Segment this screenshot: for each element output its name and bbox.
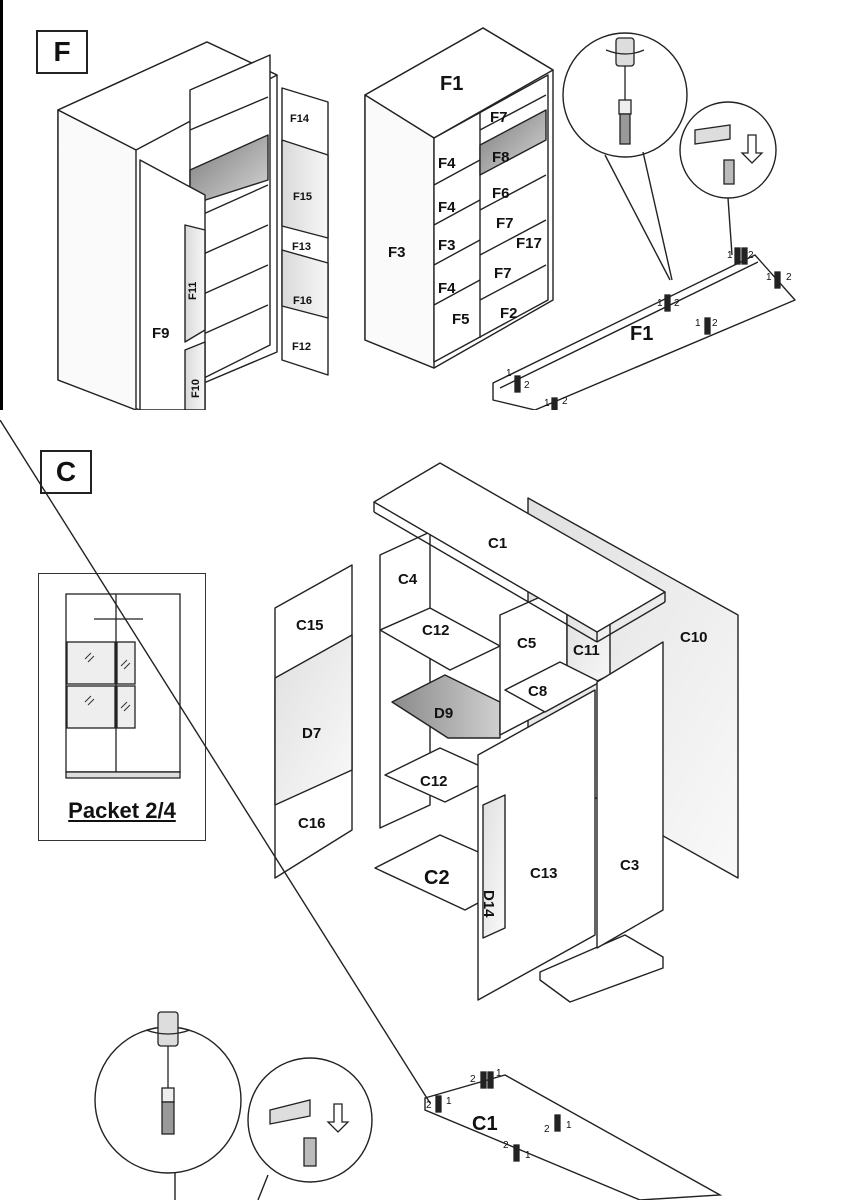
right-cabinet-side — [364, 94, 435, 369]
label-f3-shelf: F3 — [438, 237, 456, 254]
panel-d14 — [482, 794, 506, 939]
label-c2: C2 — [424, 867, 450, 889]
label-f1-top: F1 — [440, 73, 463, 95]
hw-num-2: 2 — [562, 396, 568, 407]
packet-cabinet-thumbnail — [65, 593, 181, 779]
hw-num-2: 2 — [674, 298, 680, 309]
label-f4-a: F4 — [438, 155, 456, 172]
hw-num-2: 2 — [470, 1074, 476, 1085]
label-f4-c: F4 — [438, 280, 456, 297]
label-c11: C11 — [573, 642, 600, 659]
panel-f15 — [281, 139, 329, 239]
label-f1-board: F1 — [630, 323, 653, 345]
label-d9: D9 — [434, 705, 453, 722]
plinth — [539, 934, 664, 1003]
section-badge-f: F — [36, 30, 88, 74]
hw-num-1: 1 — [506, 368, 512, 379]
label-c1: C1 — [488, 535, 507, 552]
board-f1 — [492, 254, 796, 410]
label-f10: F10 — [190, 379, 202, 398]
left-door — [139, 159, 206, 410]
shelf-f8 — [479, 109, 547, 176]
label-f16: F16 — [293, 295, 312, 307]
side-c4 — [379, 531, 431, 829]
hw-num-2: 2 — [712, 318, 718, 329]
board-c1 — [424, 1074, 723, 1200]
section-c: C Packet 2/4 — [0, 420, 851, 1200]
hw-num-1: 1 — [566, 1120, 572, 1131]
hw-num-2: 2 — [426, 1100, 432, 1111]
hw-num-1: 1 — [695, 318, 701, 329]
label-d14: D14 — [480, 890, 497, 918]
label-f5: F5 — [452, 311, 470, 328]
section-c-diagram: C1 C4 C12 C5 C11 C8 D9 C12 C2 C13 D14 C3… — [0, 420, 739, 1200]
side-c3 — [596, 641, 664, 949]
label-c8: C8 — [528, 683, 547, 700]
label-f6: F6 — [492, 185, 510, 202]
left-edge-bar — [0, 0, 3, 410]
panel-f10 — [184, 341, 206, 410]
label-c10: C10 — [680, 629, 708, 646]
label-f14: F14 — [290, 113, 310, 125]
label-f4-b: F4 — [438, 199, 456, 216]
hw-num-1: 1 — [525, 1150, 531, 1161]
label-f15: F15 — [293, 191, 312, 203]
hw-num-2: 2 — [748, 250, 754, 261]
label-f7-c: F7 — [494, 265, 512, 282]
hw-num-1: 1 — [544, 398, 550, 409]
label-f13: F13 — [292, 241, 311, 253]
hw-num-1: 1 — [657, 298, 663, 309]
label-f8: F8 — [492, 149, 510, 166]
label-c3: C3 — [620, 857, 639, 874]
hw-num-2: 2 — [786, 272, 792, 283]
door-c13 — [477, 689, 596, 1001]
label-f9: F9 — [152, 325, 170, 342]
label-c13: C13 — [530, 865, 558, 882]
panel-d7 — [274, 634, 353, 806]
label-c12-bottom: C12 — [420, 773, 448, 790]
label-c15: C15 — [296, 617, 324, 634]
hw-num-2: 2 — [544, 1124, 550, 1135]
hw-num-1: 1 — [727, 250, 733, 261]
label-c4: C4 — [398, 571, 418, 588]
hw-num-1: 1 — [766, 272, 772, 283]
hw-num-2: 2 — [524, 380, 530, 391]
label-f3-side: F3 — [388, 244, 406, 261]
section-f: F — [0, 0, 851, 410]
label-f7-a: F7 — [490, 109, 508, 126]
magnifier-dowel-callout-c — [247, 1057, 373, 1183]
hw-num-1: 1 — [496, 1068, 502, 1079]
label-f2: F2 — [500, 305, 518, 322]
label-f11: F11 — [187, 282, 199, 300]
label-c12-top: C12 — [422, 622, 450, 639]
label-f12: F12 — [292, 341, 311, 353]
panel-f11 — [184, 224, 206, 343]
hw-num-1: 1 — [446, 1096, 452, 1107]
section-f-diagram: F9 F11 F10 F14 F15 F13 F16 F12 F1 F3 F7 … — [57, 27, 796, 410]
panel-f16 — [281, 249, 329, 319]
label-f7-b: F7 — [496, 215, 514, 232]
label-f17: F17 — [516, 235, 542, 252]
label-c5: C5 — [517, 635, 536, 652]
packet-box: Packet 2/4 — [38, 573, 206, 841]
label-c1-board: C1 — [472, 1113, 498, 1135]
packet-label: Packet 2/4 — [68, 798, 176, 823]
label-c16: C16 — [298, 815, 326, 832]
left-cabinet-side — [57, 109, 137, 410]
hw-num-2: 2 — [503, 1140, 509, 1151]
label-d7: D7 — [302, 725, 321, 742]
section-badge-c: C — [40, 450, 92, 494]
